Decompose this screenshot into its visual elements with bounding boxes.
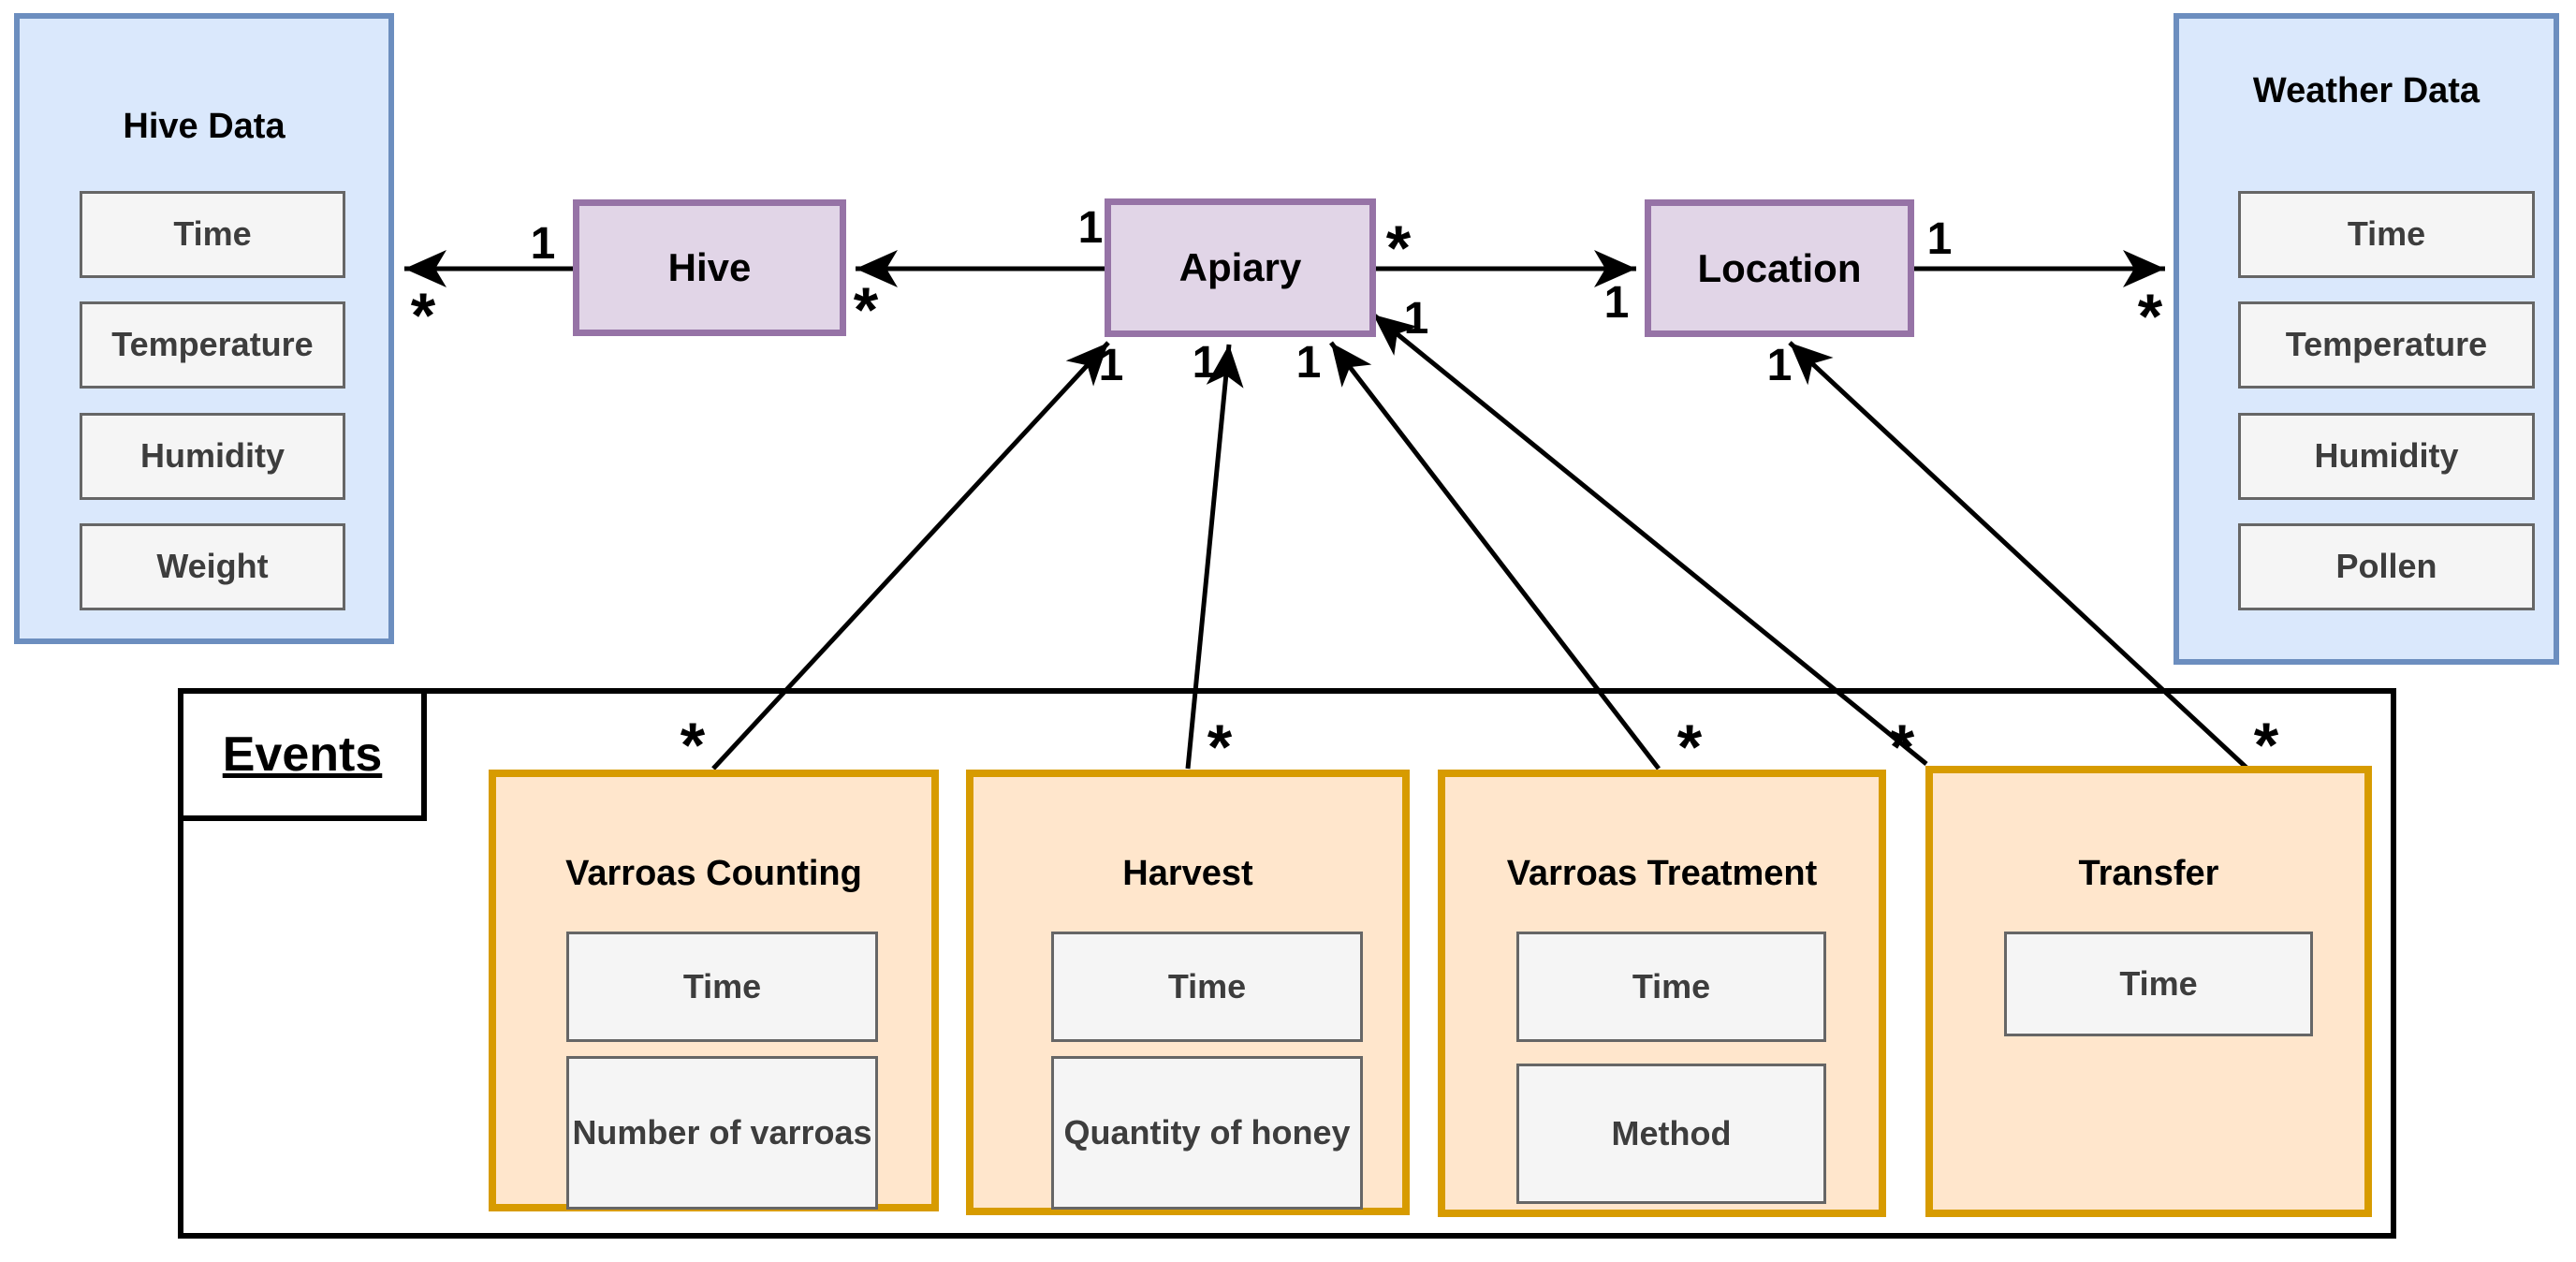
- cardinality-harvest-side: *: [1207, 712, 1233, 783]
- cardinality-apiary-hive-hive-side: *: [853, 274, 879, 345]
- weather-data-field-humidity: Humidity: [2238, 413, 2535, 500]
- cardinality-hive-hivedata-hivedata-side: *: [410, 280, 436, 351]
- harvest-title: Harvest: [1122, 854, 1253, 893]
- cardinality-transfer-apiary-transfer-side: *: [1889, 712, 1915, 783]
- transfer-field-time: Time: [2004, 932, 2313, 1036]
- varroas-treatment-title: Varroas Treatment: [1506, 854, 1818, 893]
- cardinality-varroascounting-apiary-side: 1: [1098, 341, 1124, 390]
- hive-data-box: Hive Data Time Temperature Humidity Weig…: [14, 13, 394, 644]
- cardinality-apiary-hive-apiary-side: 1: [1077, 203, 1104, 253]
- cardinality-apiary-location-apiary-side: *: [1385, 213, 1412, 284]
- hive-entity-box: Hive: [573, 199, 846, 336]
- harvest-field-time: Time: [1051, 932, 1363, 1042]
- weather-data-field-pollen: Pollen: [2238, 523, 2535, 610]
- cardinality-location-weather-location-side: 1: [1926, 214, 1953, 264]
- varroas-counting-field-time: Time: [566, 932, 878, 1042]
- weather-data-field-time: Time: [2238, 191, 2535, 278]
- varroas-treatment-field-method: Method: [1516, 1064, 1826, 1204]
- cardinality-transfer-location-transfer-side: *: [2253, 710, 2279, 781]
- varroas-treatment-box: Varroas Treatment Time Method: [1438, 770, 1886, 1217]
- transfer-title: Transfer: [2078, 854, 2219, 893]
- cardinality-apiary-location-location-side: 1: [1603, 278, 1630, 328]
- varroas-counting-title: Varroas Counting: [565, 854, 862, 893]
- events-group-label: Events: [178, 688, 427, 821]
- cardinality-varroastreatment-apiary-side: 1: [1295, 338, 1322, 388]
- harvest-field-quantity: Quantity of honey: [1051, 1056, 1363, 1210]
- transfer-box: Transfer Time: [1925, 766, 2372, 1217]
- cardinality-transfer-location-location-side: 1: [1766, 341, 1793, 390]
- cardinality-varroastreatment-side: *: [1676, 712, 1703, 783]
- weather-data-title: Weather Data: [2252, 71, 2481, 110]
- hive-data-title: Hive Data: [123, 107, 285, 146]
- weather-data-field-temperature: Temperature: [2238, 301, 2535, 389]
- location-entity-box: Location: [1645, 199, 1914, 337]
- varroas-counting-box: Varroas Counting Time Number of varroas: [489, 770, 939, 1211]
- hive-data-field-humidity: Humidity: [80, 413, 345, 500]
- cardinality-hive-hivedata-hive-side: 1: [530, 219, 556, 269]
- harvest-box: Harvest Time Quantity of honey: [966, 770, 1410, 1215]
- cardinality-varroascounting-side: *: [680, 710, 706, 781]
- varroas-treatment-field-time: Time: [1516, 932, 1826, 1042]
- cardinality-harvest-apiary-side: 1: [1192, 338, 1218, 388]
- weather-data-box: Weather Data Time Temperature Humidity P…: [2174, 13, 2559, 665]
- apiary-entity-box: Apiary: [1105, 198, 1376, 337]
- cardinality-location-weather-weather-side: *: [2137, 281, 2163, 352]
- cardinality-transfer-apiary-apiary-side: 1: [1403, 294, 1429, 344]
- varroas-counting-field-number: Number of varroas: [566, 1056, 878, 1210]
- hive-data-field-time: Time: [80, 191, 345, 278]
- hive-data-field-temperature: Temperature: [80, 301, 345, 389]
- hive-data-field-weight: Weight: [80, 523, 345, 610]
